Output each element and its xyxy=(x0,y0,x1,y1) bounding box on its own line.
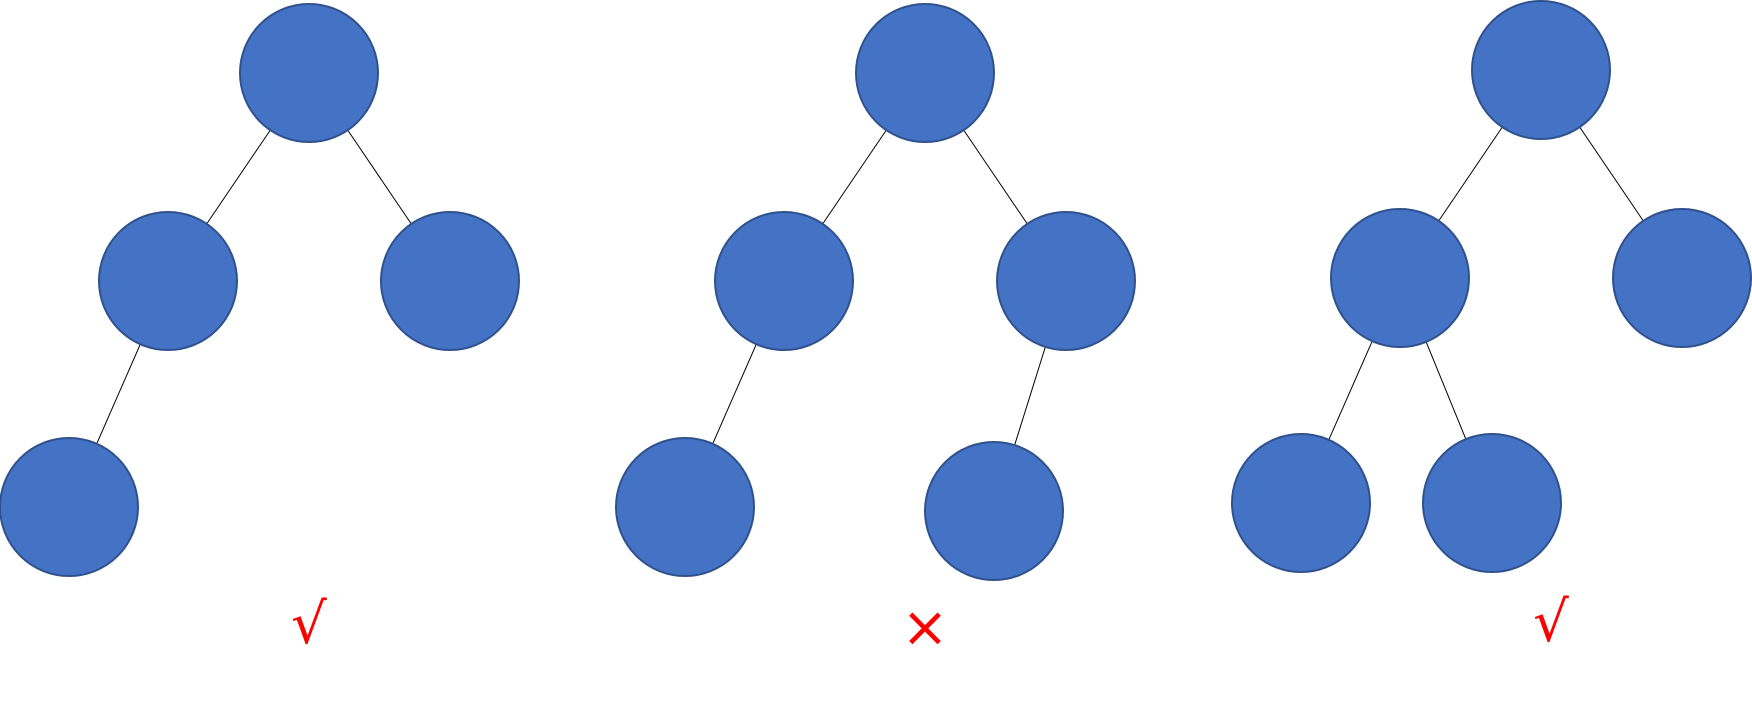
tree-2-node-root xyxy=(855,3,995,143)
tree-1-edge-left-to-left-left xyxy=(96,344,141,444)
tree-1-node-root xyxy=(239,3,379,143)
tree-1-node-right xyxy=(380,211,520,351)
tree-3-node-left-right xyxy=(1422,433,1562,573)
tree-1-node-left-left xyxy=(0,437,139,577)
tree-2-edge-root-to-right xyxy=(963,129,1028,225)
tree-2-edge-right-to-right-left xyxy=(1014,346,1046,446)
tree-1-verdict-mark: √ xyxy=(291,592,327,657)
tree-1-node-left xyxy=(98,211,238,351)
tree-3-edge-left-to-left-left xyxy=(1328,340,1373,441)
edges-layer xyxy=(96,126,1644,446)
verdict-marks: √ × √ xyxy=(291,590,1569,660)
tree-3-node-root xyxy=(1471,0,1611,140)
tree-2-node-left-left xyxy=(615,437,755,577)
tree-3-verdict-mark: √ xyxy=(1533,590,1569,655)
tree-2-node-right xyxy=(996,211,1136,351)
tree-3-node-left-left xyxy=(1231,433,1371,573)
tree-1-edge-root-to-right xyxy=(347,129,412,225)
nodes-layer xyxy=(0,0,1752,581)
tree-2-node-left xyxy=(714,211,854,351)
tree-2-edge-root-to-left xyxy=(822,129,887,225)
tree-2-edge-left-to-left-left xyxy=(712,344,757,444)
tree-3-edge-left-to-left-right xyxy=(1425,341,1467,440)
tree-1-edge-root-to-left xyxy=(206,129,271,225)
tree-2-node-right-left xyxy=(924,441,1064,581)
tree-3-edge-root-to-left xyxy=(1438,126,1503,222)
tree-2-verdict-mark: × xyxy=(902,595,949,660)
tree-3-node-left xyxy=(1330,208,1470,348)
tree-3-edge-root-to-right xyxy=(1579,126,1644,222)
tree-3-node-right xyxy=(1612,208,1752,348)
